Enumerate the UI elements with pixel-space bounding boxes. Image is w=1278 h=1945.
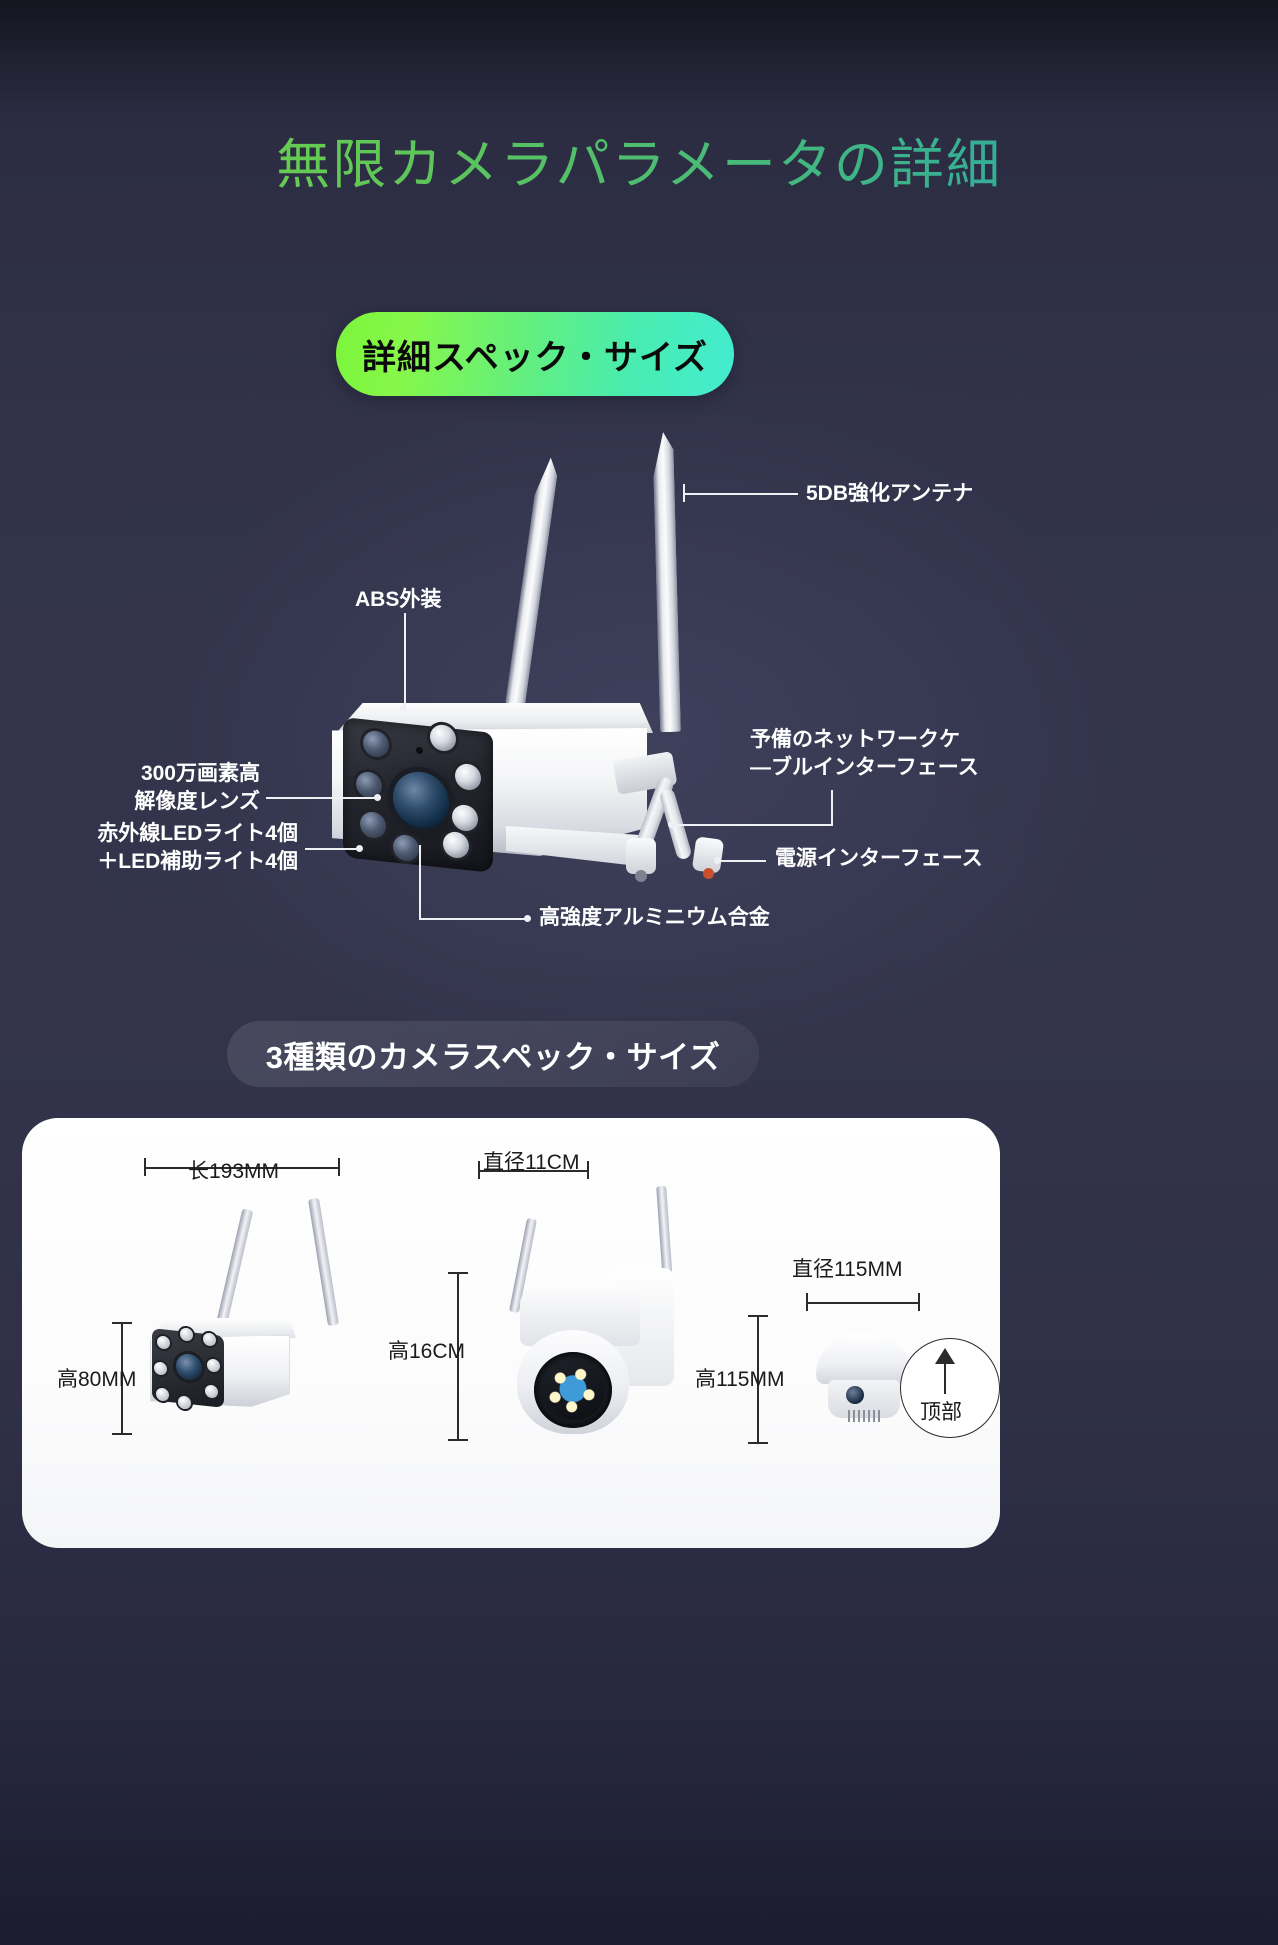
banner-three-types: 3種類のカメラスペック・サイズ xyxy=(227,1021,759,1087)
dim-label-bullet-length: 长193MM xyxy=(188,1160,280,1183)
dim-label-dome-top: 顶部 xyxy=(920,1401,962,1424)
dim-tick-bullet-height-top xyxy=(112,1322,132,1324)
leader-line-ir-led xyxy=(305,848,360,850)
mini-bullet-led-5 xyxy=(156,1387,169,1402)
callout-lens: 300万画素高 解像度レンズ xyxy=(134,762,260,814)
page-title: 無限カメラパラメータの詳細 xyxy=(0,120,1278,199)
microphone-hole xyxy=(416,746,423,755)
up-arrow-icon xyxy=(935,1348,955,1394)
mini-bullet-led-1 xyxy=(157,1335,170,1350)
camera-diagram: 5DB強化アンテナ ABS外装 300万画素高 解像度レンズ 赤外線LEDライト… xyxy=(0,420,1278,1000)
leader-line-network xyxy=(672,824,832,826)
dome-camera-grill xyxy=(848,1410,882,1422)
connector-network xyxy=(626,838,656,874)
dim-tick-ptz-height-top xyxy=(448,1272,468,1274)
dim-tick-ptz-diameter-right xyxy=(587,1161,589,1179)
callout-antenna: 5DB強化アンテナ xyxy=(806,482,974,505)
leader-line-abs-v xyxy=(404,613,406,708)
callout-alloy: 高強度アルミニウム合金 xyxy=(539,906,770,929)
leader-line-power xyxy=(719,860,766,862)
antenna-right-icon xyxy=(652,432,681,732)
dim-label-bullet-height: 高80MM xyxy=(57,1368,137,1391)
badge-spec-size-label: 詳細スペック・サイズ xyxy=(362,338,708,377)
dim-tick-dome-diameter-left xyxy=(806,1293,808,1311)
badge-spec-size: 詳細スペック・サイズ xyxy=(336,312,734,396)
dim-label-ptz-height: 高16CM xyxy=(388,1340,466,1363)
callout-power-port: 電源インターフェース xyxy=(775,847,983,870)
dome-camera-body xyxy=(816,1334,912,1384)
dim-line-bullet-height xyxy=(121,1322,123,1434)
leader-dot-network xyxy=(668,821,675,828)
mini-bullet-led-4 xyxy=(207,1358,220,1373)
mini-bullet-led-7 xyxy=(178,1395,191,1410)
dim-label-dome-diameter: 直径115MM xyxy=(792,1258,903,1281)
mini-bullet-led-8 xyxy=(180,1327,193,1342)
mini-bullet-led-2 xyxy=(203,1332,216,1347)
dim-line-dome-height xyxy=(757,1315,759,1443)
banner-three-types-label: 3種類のカメラスペック・サイズ xyxy=(265,1039,721,1075)
connector-power-tip xyxy=(703,868,714,879)
dim-tick-dome-diameter-right xyxy=(918,1293,920,1311)
dim-label-dome-height: 高115MM xyxy=(695,1368,785,1391)
leader-line-network-v xyxy=(831,790,833,826)
dim-line-dome-diameter xyxy=(806,1302,919,1304)
leader-line-alloy-h xyxy=(419,918,529,920)
dim-line-ptz-height xyxy=(457,1272,459,1440)
callout-ir-led: 赤外線LEDライト4個 ＋LED補助ライト4個 xyxy=(97,822,298,874)
leader-dot-ir-led xyxy=(356,845,363,852)
dim-line-ptz-diameter xyxy=(478,1170,588,1172)
mini-bullet-led-3 xyxy=(154,1361,167,1376)
antenna-left-icon xyxy=(505,456,560,706)
leader-dot-abs xyxy=(400,705,407,712)
leader-dot-power xyxy=(714,857,721,864)
leader-line-alloy-v xyxy=(419,845,421,920)
leader-line-lens xyxy=(266,797,378,799)
connector-network-tip xyxy=(635,870,647,882)
dim-line-bullet-length xyxy=(144,1167,339,1169)
dim-tick-dome-height-top xyxy=(748,1315,768,1317)
leader-dot-lens xyxy=(374,794,381,801)
dim-tick-bullet-length-left xyxy=(144,1158,146,1176)
dim-tick-ptz-height-bottom xyxy=(448,1439,468,1441)
leader-dot-alloy xyxy=(524,915,531,922)
dim-tick-bullet-height-bottom xyxy=(112,1433,132,1435)
callout-abs-housing: ABS外装 xyxy=(355,588,442,611)
dim-label-ptz-diameter: 直径11CM xyxy=(483,1151,580,1174)
dim-tick-bullet-length-right xyxy=(338,1158,340,1176)
dim-tick-dome-height-bottom xyxy=(748,1442,768,1444)
mini-bullet-led-6 xyxy=(205,1384,218,1399)
dim-tick-ptz-diameter-left xyxy=(478,1161,480,1179)
ptz-led-array xyxy=(541,1360,605,1420)
leader-line-antenna xyxy=(683,493,798,495)
callout-network-port: 予備のネットワークケ ―ブルインターフェース xyxy=(750,728,979,780)
leader-tick-antenna xyxy=(683,484,685,502)
dome-camera-lens xyxy=(846,1386,864,1404)
